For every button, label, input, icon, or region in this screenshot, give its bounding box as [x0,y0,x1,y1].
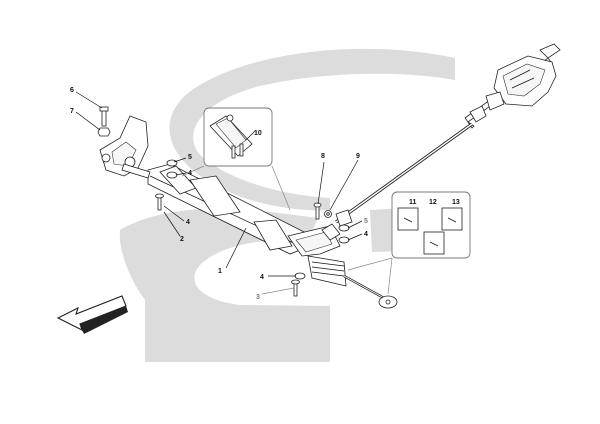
callout-leaders [75,91,363,295]
callout-5-left: 5 [188,154,192,161]
callout-labels: 6 7 5 4 4 2 1 10 8 9 5 4 4 3 11 12 13 [70,87,460,301]
inset-labels-kit [347,191,471,295]
bolt-and-nut [97,106,111,137]
callout-11: 11 [409,199,417,206]
callout-4-bottom: 4 [260,274,264,281]
inset-detail-10 [181,107,291,211]
callout-3: 3 [256,294,260,301]
callout-7: 7 [70,108,74,115]
steering-column [464,43,561,129]
callout-8: 8 [321,153,325,160]
callout-4-right: 4 [364,231,368,238]
steering-knuckle [99,115,151,179]
callout-5-right: 5 [364,218,368,225]
callout-9: 9 [356,153,360,160]
callout-12: 12 [429,199,437,206]
callout-4-left-upper: 4 [188,170,192,177]
center-bolts [313,202,353,227]
callout-6: 6 [70,87,74,94]
callout-1: 1 [218,268,222,275]
callout-2: 2 [180,236,184,243]
right-mount-hardware [291,224,350,297]
callout-10: 10 [254,130,262,137]
callout-4-left-lower: 4 [186,219,190,226]
callout-13: 13 [452,199,460,206]
intermediate-shaft [335,122,473,224]
direction-arrow-icon [56,295,128,334]
